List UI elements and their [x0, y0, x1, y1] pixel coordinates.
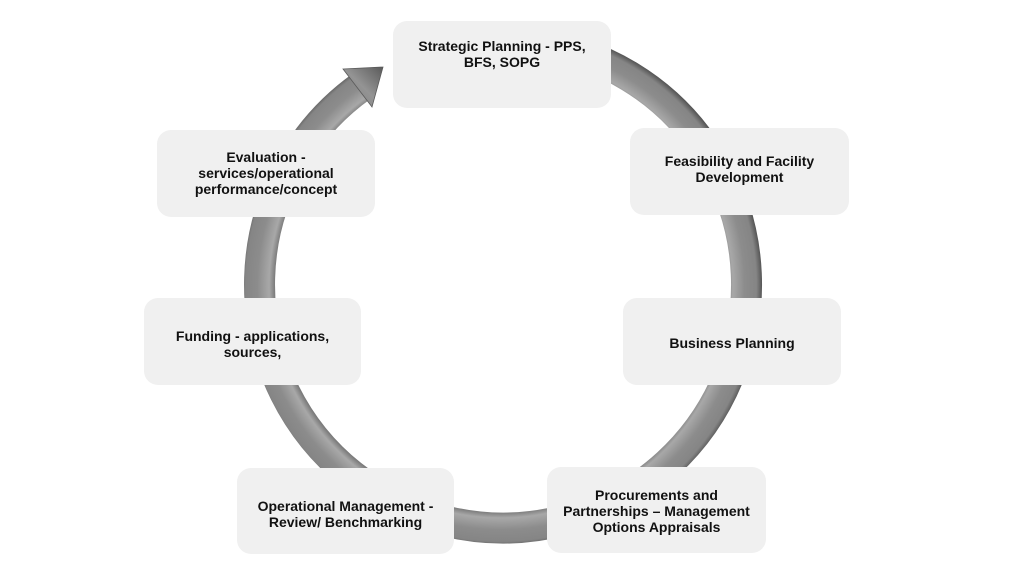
step-label: Feasibility and Facility Development [664, 152, 815, 185]
step-label: Business Planning [669, 334, 795, 351]
step-label: Evaluation - services/operational perfor… [194, 148, 338, 197]
step-strategic-planning: Strategic Planning - PPS, BFS, SOPG [393, 21, 611, 108]
step-business-planning: Business Planning [623, 298, 841, 385]
step-funding: Funding - applications, sources, [144, 298, 361, 385]
step-label: Operational Management - Review/ Benchma… [257, 498, 434, 530]
step-operational-management: Operational Management - Review/ Benchma… [237, 468, 454, 554]
step-feasibility-facility-development: Feasibility and Facility Development [630, 128, 849, 215]
step-label: Funding - applications, sources, [175, 327, 330, 360]
step-label: Strategic Planning - PPS, BFS, SOPG [418, 37, 586, 70]
step-procurements-partnerships: Procurements and Partnerships – Manageme… [547, 467, 766, 553]
step-label: Procurements and Partnerships – Manageme… [563, 487, 750, 535]
cycle-arc [244, 27, 762, 544]
cycle-arrowhead-icon [342, 66, 384, 108]
step-evaluation: Evaluation - services/operational perfor… [157, 130, 375, 217]
